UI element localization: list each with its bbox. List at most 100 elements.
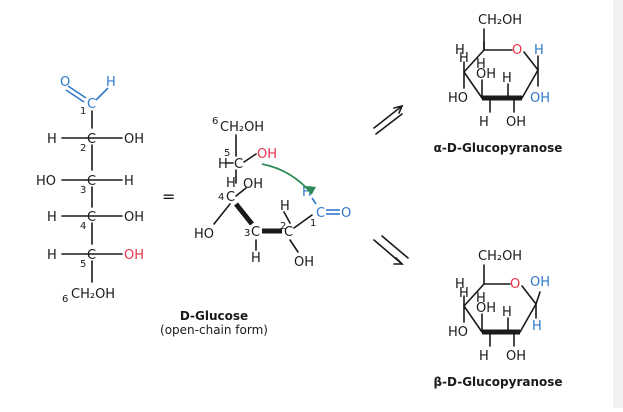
alpha-ring-oxygen: O	[512, 43, 522, 58]
open-chain-curled: 6 CH₂OH 5 H C OH H 4 C OH HO 3 C H 2 C O…	[194, 116, 351, 270]
beta-c3-h-top: H	[476, 291, 486, 306]
oc-c4-ho-bond	[213, 203, 231, 225]
oc-c5-oh-bond	[243, 153, 257, 163]
oc-bond-2-1	[293, 214, 313, 229]
c1-number: 1	[80, 106, 86, 117]
alpha-c4-h: H	[459, 51, 469, 66]
carbonyl-bond-2	[65, 89, 85, 103]
oc-c4-ho: HO	[194, 227, 214, 242]
oc-bond-4-3	[234, 202, 254, 226]
oc-c4-carbon: C	[226, 190, 235, 205]
oc-c4-oh: OH	[243, 177, 263, 192]
oc-c1-h-bond	[311, 197, 317, 205]
alpha-ring-c4-c5	[463, 49, 485, 73]
c2-oh: OH	[124, 132, 144, 147]
oc-carbonyl-oxygen: O	[341, 206, 351, 221]
c1-carbon: C	[87, 97, 96, 112]
c6-ch2oh: CH₂OH	[71, 287, 115, 302]
beta-c1-oh-bond	[535, 291, 541, 305]
oc-c4-number: 4	[218, 192, 224, 203]
oc-c5-h: H	[218, 157, 228, 172]
c5-h: H	[47, 248, 57, 263]
c3-carbon: C	[87, 174, 96, 189]
glucose-caption: D-Glucose	[180, 309, 248, 323]
beta-ring-o-c1	[521, 285, 537, 305]
beta-ring-c4-c5	[463, 283, 485, 307]
c3-h: H	[124, 174, 134, 189]
oc-c1-number: 1	[310, 218, 316, 229]
c5-number: 5	[80, 259, 86, 270]
beta-ring-c1-c2	[519, 303, 537, 333]
c2-h: H	[47, 132, 57, 147]
beta-c5-h: H	[455, 277, 465, 292]
c4-carbon: C	[87, 210, 96, 225]
alpha-c3-h: H	[479, 115, 489, 130]
eq-beta-head-1	[393, 257, 404, 265]
alpha-c2-oh: OH	[506, 115, 526, 130]
oc-c4-h: H	[226, 176, 236, 191]
oc-c1-h: H	[302, 185, 312, 200]
beta-caption: β-D-Glucopyranose	[433, 375, 562, 389]
c4-oh: OH	[124, 210, 144, 225]
beta-c3-oh: OH	[476, 301, 496, 316]
aldehyde-hydrogen: H	[106, 75, 116, 90]
alpha-c5-h: H	[455, 43, 465, 58]
alpha-c4-ho: HO	[448, 91, 468, 106]
oc-c2-h: H	[280, 199, 290, 214]
eq-alpha-head-1	[393, 104, 404, 114]
c5-oh-red: OH	[124, 248, 144, 263]
oc-c2-oh: OH	[294, 255, 314, 270]
alpha-ch2oh: CH₂OH	[478, 13, 522, 28]
right-edge-shade	[613, 0, 623, 408]
eq-alpha-line-2	[375, 113, 403, 135]
oc-c5-oh-red: OH	[257, 147, 277, 162]
beta-ch2oh: CH₂OH	[478, 249, 522, 264]
alpha-c1-oh: OH	[530, 91, 550, 106]
oc-c2-carbon: C	[284, 225, 293, 240]
c6-number: 6	[62, 294, 68, 305]
beta-c2-oh: OH	[506, 349, 526, 364]
aldehyde-oxygen: O	[60, 75, 70, 90]
equals-sign: =	[162, 187, 175, 206]
equilibrium-arrow-alpha	[373, 104, 404, 135]
alpha-c2-h: H	[502, 71, 512, 86]
beta-c4-ho: HO	[448, 325, 468, 340]
oc-c5-number: 5	[224, 148, 230, 159]
oc-c3-number: 3	[244, 228, 250, 239]
beta-c3-h: H	[479, 349, 489, 364]
glucose-subcaption: (open-chain form)	[160, 323, 268, 337]
beta-ring-c3-c4	[463, 305, 483, 333]
eq-beta-line-2	[381, 235, 409, 259]
alpha-glucopyranose: CH₂OH O H H OH H HO OH H H H OH α-D-Gluc…	[434, 13, 563, 155]
alpha-c3-oh: OH	[476, 67, 496, 82]
oc-ch2oh: CH₂OH	[220, 120, 264, 135]
oc-c4-oh-bond	[235, 187, 247, 197]
equilibrium-arrow-beta	[373, 235, 409, 265]
aldehyde-h-bond	[95, 87, 109, 101]
c5-carbon: C	[87, 248, 96, 263]
alpha-c1-h: H	[534, 43, 544, 58]
alpha-ring-c1-c2	[521, 69, 539, 99]
nucleophilic-attack-arrow	[261, 163, 313, 195]
beta-glucopyranose: CH₂OH O H OH H H HO OH H H H OH β-D-Gluc…	[433, 249, 562, 389]
beta-c2-h: H	[502, 305, 512, 320]
c3-ho: HO	[36, 174, 56, 189]
beta-c1-oh: OH	[530, 275, 550, 290]
fischer-projection: O C H 1 H C OH 2 HO C H 3 H C OH 4 H C O…	[36, 75, 144, 305]
oc-c3-carbon: C	[251, 225, 260, 240]
oc-c2-oh-bond	[289, 239, 299, 253]
alpha-c3-h-top: H	[476, 57, 486, 72]
oc-c6-number: 6	[212, 116, 218, 127]
beta-c1-h: H	[532, 319, 542, 334]
oc-c5-carbon: C	[234, 157, 243, 172]
alpha-ring-c3-c4	[463, 71, 483, 99]
carbonyl-bond-1	[67, 85, 87, 99]
alpha-caption: α-D-Glucopyranose	[434, 141, 563, 155]
oc-c3-h: H	[251, 251, 261, 266]
c3-number: 3	[80, 185, 86, 196]
beta-ring-oxygen: O	[510, 277, 520, 292]
c2-number: 2	[80, 143, 86, 154]
oc-c2-h-bond	[283, 211, 291, 224]
eq-alpha-line-1	[373, 105, 403, 129]
